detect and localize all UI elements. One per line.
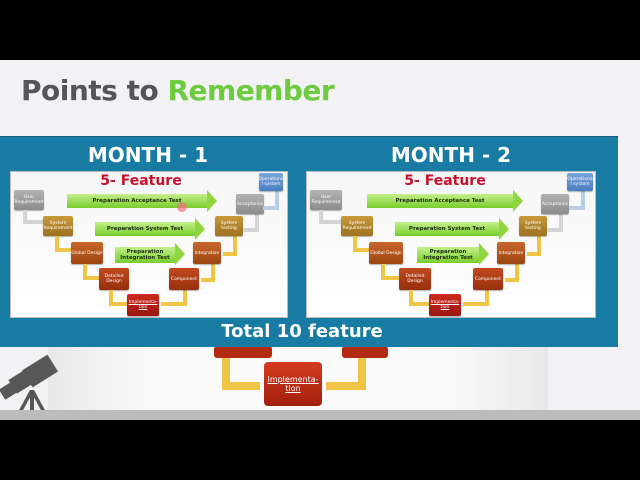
connector (319, 210, 341, 224)
month-2-label: MONTH - 2 (390, 143, 512, 167)
connector (223, 236, 237, 256)
box-detailed-design: Detailed Design (99, 268, 129, 290)
background-detailed-design-box (214, 346, 272, 358)
arrow-preparation-system-test: Preparation System Test (395, 218, 509, 240)
telescope-icon (0, 354, 59, 412)
arrow-preparation-acceptance-test: Preparation Acceptance Test (367, 190, 523, 212)
month-2-v-model-diagram: 5- Feature User Requirement System Requi… (306, 171, 596, 318)
box-operational-system: Operationa l system (258, 173, 284, 191)
connector (263, 190, 279, 210)
background-arrow-right-vertical (358, 358, 366, 388)
slide-title: Points to Remember (21, 74, 335, 107)
box-operational-system: Operationa l system (567, 173, 593, 191)
box-system-requirement: System Requirement (43, 216, 73, 236)
connector (353, 236, 373, 252)
box-system-testing: System testing (519, 216, 547, 236)
background-implementation-box: Implementa-tion (264, 362, 322, 406)
box-integration: Integration (497, 242, 525, 264)
feature-count-label: 5- Feature (404, 173, 486, 189)
total-features-label: Total 10 feature (221, 321, 383, 342)
connector (161, 290, 187, 306)
background-arrow-left-vertical (222, 358, 230, 388)
box-system-testing: System testing (215, 216, 243, 236)
months-panel: MONTH - 1 MONTH - 2 5- Feature User Requ… (0, 136, 618, 347)
mouse-cursor-highlight (177, 202, 187, 212)
box-acceptance: Acceptance (236, 194, 264, 214)
title-part-2: Remember (167, 74, 335, 107)
arrow-preparation-integration-test: Preparation Integration Test (417, 243, 489, 265)
feature-count-label: 5- Feature (100, 173, 182, 189)
connector (23, 210, 43, 224)
connector (569, 190, 585, 210)
connector (243, 212, 259, 232)
connector (201, 264, 215, 282)
box-system-requirement: System Requirement (341, 216, 373, 236)
box-user-requirement: User Requirement (14, 190, 44, 210)
connector (409, 290, 431, 306)
box-implementation: Implementa-tion (127, 294, 159, 316)
arrow-preparation-system-test: Preparation System Test (95, 218, 205, 240)
box-user-requirement: User Requirement (310, 190, 342, 210)
connector (463, 290, 489, 306)
arrow-preparation-integration-test: Preparation Integration Test (115, 243, 185, 265)
background-component-box (342, 346, 388, 358)
connector (83, 264, 103, 280)
box-integration: Integration (193, 242, 221, 264)
connector (381, 264, 403, 280)
background-implementation-label: Implementa-tion (267, 375, 319, 393)
title-part-1: Points to (21, 74, 159, 107)
box-global-design: Global Design (369, 242, 403, 264)
month-1-v-model-diagram: 5- Feature User Requirement System Requi… (10, 171, 288, 318)
connector (55, 236, 73, 252)
background-arrow-right-horizontal (326, 382, 366, 390)
connector (547, 212, 563, 232)
video-progress-bar[interactable] (0, 410, 640, 420)
background-arrow-left-horizontal (222, 382, 260, 390)
connector (505, 264, 519, 282)
connector (109, 290, 131, 306)
connector (527, 236, 541, 256)
box-global-design: Global Design (71, 242, 103, 264)
box-component: Component (473, 268, 503, 290)
presentation-slide: Points to Remember Implementa-tion MONTH… (0, 60, 640, 412)
box-acceptance: Acceptance (541, 194, 569, 214)
arrow-preparation-acceptance-test: Preparation Acceptance Test (67, 190, 217, 212)
box-detailed-design: Detailed Design (399, 268, 431, 290)
box-implementation: Implementa-tion (429, 294, 461, 316)
box-component: Component (169, 268, 199, 290)
month-1-label: MONTH - 1 (87, 143, 209, 167)
